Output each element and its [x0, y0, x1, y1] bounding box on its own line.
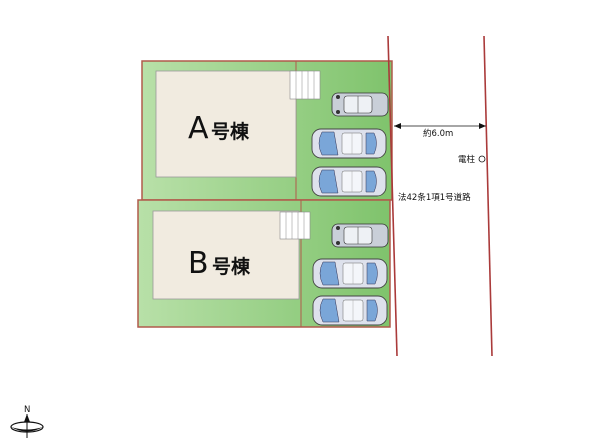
utility-pole-label: 電柱: [458, 154, 476, 165]
north-compass: N: [10, 405, 44, 438]
dimension-arrow-left-icon: [394, 123, 401, 129]
building-b-suffix: 号棟: [212, 255, 251, 278]
road: 約6.0m 電柱 法42条1項1号道路: [387, 35, 493, 357]
building-a-suffix: 号棟: [211, 120, 250, 143]
building-b-letter: B: [188, 246, 209, 281]
building-a-footprint: [155, 70, 297, 178]
building-a-letter: A: [188, 111, 209, 146]
compass-north-label: N: [24, 405, 30, 415]
building-b-steps: [279, 211, 311, 240]
parked-cars: [311, 92, 389, 326]
road-classification-label: 法42条1項1号道路: [398, 192, 471, 203]
car-icon: [312, 295, 388, 326]
road-edge-left: [387, 35, 398, 357]
car-icon: [312, 258, 388, 289]
building-a-steps: [289, 70, 321, 100]
road-edge-right: [483, 35, 493, 357]
road-width-label: 約6.0m: [423, 128, 453, 139]
compass-arrow-icon: [24, 414, 30, 422]
car-icon: [331, 223, 389, 248]
utility-pole-icon: [478, 155, 486, 163]
car-icon: [311, 166, 387, 197]
car-icon: [311, 128, 387, 159]
dimension-arrow-right-icon: [479, 123, 486, 129]
car-icon: [331, 92, 389, 117]
building-b-footprint: [152, 210, 300, 300]
compass-base-icon: [11, 427, 43, 432]
